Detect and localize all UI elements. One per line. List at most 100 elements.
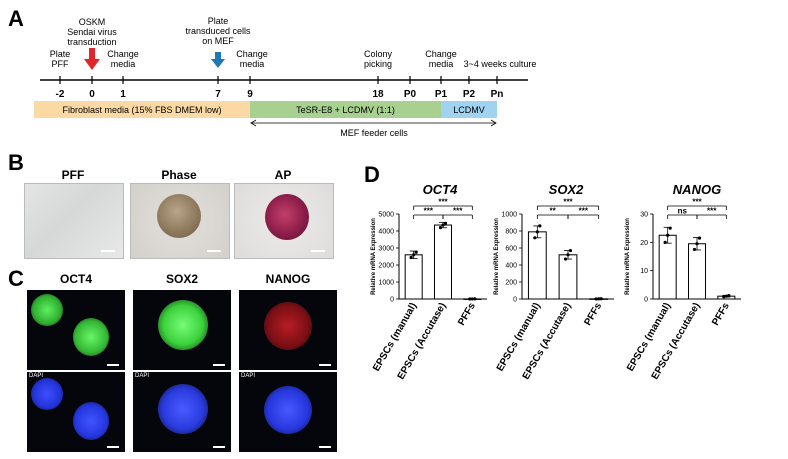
x-tick-label: PFFs xyxy=(456,301,478,328)
y-tick-label: 200 xyxy=(505,280,517,287)
timeline-label-colony: Colony xyxy=(364,49,393,59)
ap-image xyxy=(234,183,334,259)
timeline-label-change-9: media xyxy=(240,59,265,69)
significance-label: *** xyxy=(707,207,717,216)
y-tick-label: 400 xyxy=(505,263,517,270)
y-tick-label: 1000 xyxy=(378,280,394,287)
dapi-label: DAPI xyxy=(29,373,44,379)
timeline-label-plate-pff: Plate xyxy=(50,49,71,59)
data-point xyxy=(412,253,416,257)
timeline-label-oskm: Sendai virus xyxy=(67,27,117,37)
y-axis-label: Relative mRNA Expression xyxy=(494,218,500,295)
y-tick-label: 3000 xyxy=(378,246,394,253)
data-point xyxy=(692,247,697,252)
mef-arrow xyxy=(490,119,497,127)
tick-label-1: 1 xyxy=(120,89,126,100)
data-point xyxy=(533,236,537,240)
data-point xyxy=(538,224,542,228)
data-point xyxy=(668,226,672,230)
y-tick-label: 5000 xyxy=(378,212,394,219)
label-ap: AP xyxy=(274,168,292,182)
y-tick-label: 10 xyxy=(640,268,648,275)
sox2-image xyxy=(133,290,231,370)
significance-label: ** xyxy=(550,207,557,216)
label-phase: Phase xyxy=(161,168,197,182)
scale-bar xyxy=(207,250,221,252)
label-oct4: OCT4 xyxy=(59,272,92,286)
colony-sox2 xyxy=(158,300,208,350)
tick-label-7: 7 xyxy=(215,89,221,100)
timeline-label-change-9: Change xyxy=(236,49,268,59)
dapi-image-nanog: DAPI xyxy=(239,372,337,452)
dapi-label: DAPI xyxy=(241,373,256,379)
significance-label: *** xyxy=(424,207,434,216)
x-tick-label: PFFs xyxy=(583,301,605,328)
data-point xyxy=(597,297,601,301)
data-point xyxy=(724,294,728,298)
y-tick-label: 2000 xyxy=(378,263,394,270)
significance-label: *** xyxy=(692,198,702,207)
significance-label: *** xyxy=(453,207,463,216)
media-bar xyxy=(34,101,250,118)
panel-letter-c: C xyxy=(8,266,24,291)
timeline-label-change-1: Change xyxy=(107,49,139,59)
data-point xyxy=(566,253,570,257)
panel-letter-a: A xyxy=(8,6,24,31)
x-tick-label: PFFs xyxy=(710,301,732,328)
data-point xyxy=(722,295,726,299)
tick-label--2: -2 xyxy=(56,89,65,100)
media-label: TeSR-E8 + LCDMV (1:1) xyxy=(296,105,395,115)
timeline-label-culture: 3~4 weeks culture xyxy=(464,59,537,69)
colony-oct4 xyxy=(73,318,109,356)
tick-label-9: 9 xyxy=(247,89,253,100)
y-tick-label: 1000 xyxy=(501,212,517,219)
panel-letter-b: B xyxy=(8,150,24,175)
data-point xyxy=(414,250,418,254)
scale-bar xyxy=(107,364,119,366)
blue-arrow-icon xyxy=(211,59,225,68)
nucleus-stain xyxy=(264,386,312,434)
media-bar xyxy=(250,101,441,118)
media-bar xyxy=(441,101,497,118)
colony-ap xyxy=(265,194,309,240)
timeline-label-plate-mef: Plate xyxy=(208,16,229,26)
red-arrow-icon xyxy=(89,48,95,60)
tick-label-18: 18 xyxy=(372,89,384,100)
data-point xyxy=(695,242,699,246)
significance-label: *** xyxy=(563,198,573,207)
timeline-label-plate-pff: PFF xyxy=(52,59,70,69)
bar xyxy=(404,254,423,300)
y-axis-label: Relative mRNA Expression xyxy=(625,218,631,295)
scale-bar xyxy=(101,250,115,252)
scale-bar xyxy=(213,446,225,448)
tick-label-Pn: Pn xyxy=(491,89,504,100)
bar xyxy=(527,231,547,300)
nucleus-stain xyxy=(73,402,109,440)
mef-arrow xyxy=(250,119,257,127)
timeline-label-change-p1: Change xyxy=(425,49,457,59)
data-point xyxy=(473,297,477,301)
data-point xyxy=(468,297,472,301)
timeline-label-oskm: OSKM xyxy=(79,17,106,27)
timeline-label-change-1: media xyxy=(111,59,136,69)
significance-label: *** xyxy=(579,207,589,216)
data-point xyxy=(443,221,448,225)
tick-label-P2: P2 xyxy=(463,89,476,100)
bar xyxy=(687,243,707,300)
y-tick-label: 30 xyxy=(640,212,648,219)
mef-label: MEF feeder cells xyxy=(340,128,408,138)
label-pff: PFF xyxy=(61,168,85,182)
timeline-label-change-p1: media xyxy=(429,59,454,69)
nanog-image xyxy=(239,290,337,370)
colony-oct4 xyxy=(31,294,63,326)
timeline-label-colony: picking xyxy=(364,59,392,69)
y-tick-label: 0 xyxy=(644,297,648,304)
timeline-label-plate-mef: transduced cells xyxy=(185,26,251,36)
y-tick-label: 4000 xyxy=(378,229,394,236)
significance-label: ns xyxy=(678,207,688,216)
data-point xyxy=(438,226,443,230)
data-point xyxy=(727,294,731,298)
red-arrow-icon xyxy=(84,59,100,70)
